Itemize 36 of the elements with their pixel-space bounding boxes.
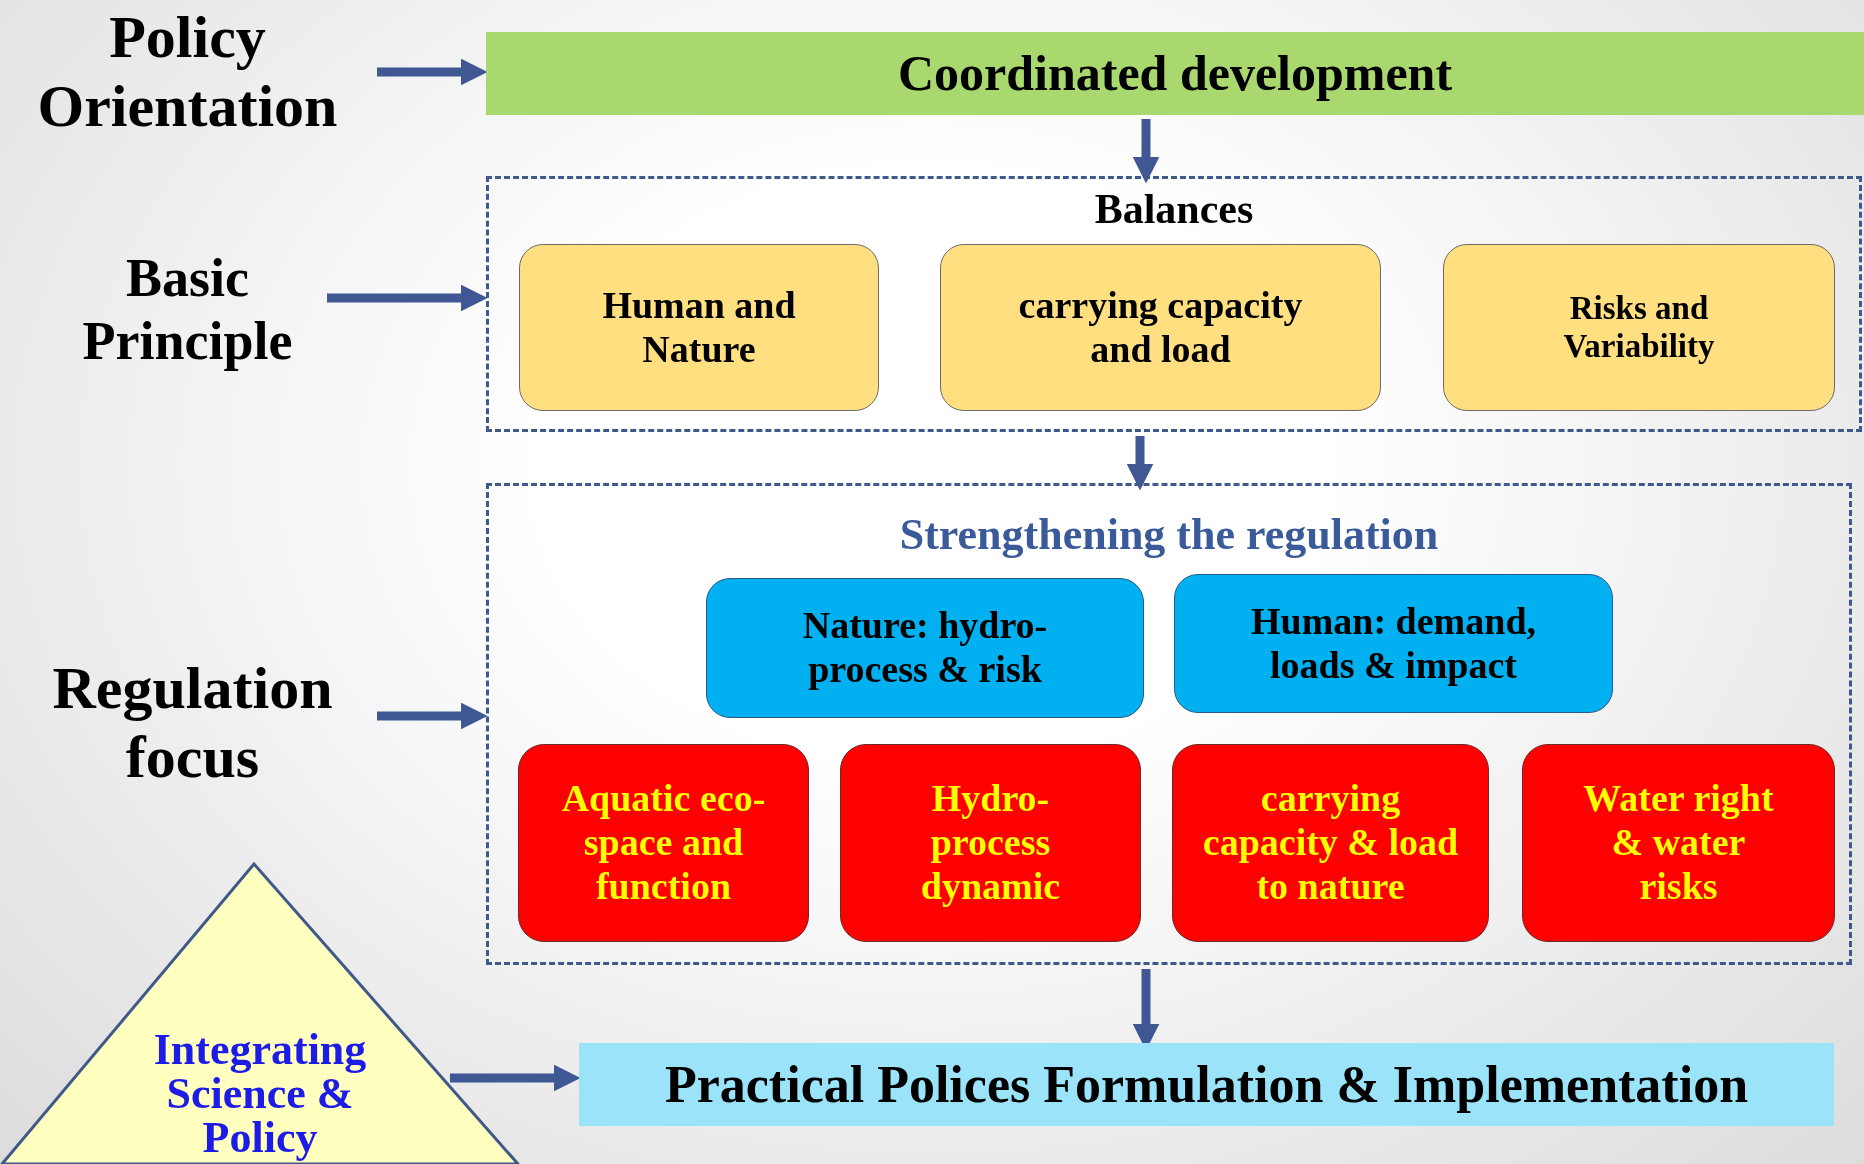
arrow [377,58,488,86]
dashed-group [486,483,1852,965]
regulation-box [1172,744,1489,942]
arrow [1132,119,1160,184]
principle-box [519,244,879,411]
arrow [327,284,488,312]
arrow [1126,436,1154,491]
dashed-group [486,176,1862,432]
row-heading: Basic Principle [81,247,294,372]
group-heading: Balances [1094,185,1254,234]
row-heading: Policy Orientation [36,2,339,141]
box-text: Aquatic eco-space and function [560,777,767,909]
principle-box [1443,244,1835,411]
regulation-box [518,744,809,942]
box-text: carrying capacity & load to nature [1201,777,1460,909]
arrow [449,1064,581,1092]
regulation-box [1522,744,1835,942]
box-text: carrying capacity and load [1017,283,1304,372]
regulation-box [840,744,1141,942]
outcome-box [579,1043,1834,1126]
box-text: Integrating Science & Policy [152,1028,368,1164]
box-text: Water right & water risks [1582,777,1775,909]
group-heading: Strengthening the regulation [899,509,1439,561]
box-text: Practical Polices Formulation & Implementation [663,1054,1750,1115]
principle-box [940,244,1381,411]
box-text: Coordinated development [896,44,1454,103]
focus-box [706,578,1144,718]
row-heading: Regulation focus [51,653,334,792]
box-text: Risks and Variability [1562,289,1716,366]
focus-box [1174,574,1613,713]
box-text: Human: demand, loads & impact [1249,599,1538,688]
box-text: Nature: hydro-process & risk [801,604,1049,692]
arrow [377,702,488,730]
box-text: Hydro-process dynamic [919,777,1062,909]
box-text: Human and Nature [601,283,797,372]
policy-box [486,32,1864,115]
